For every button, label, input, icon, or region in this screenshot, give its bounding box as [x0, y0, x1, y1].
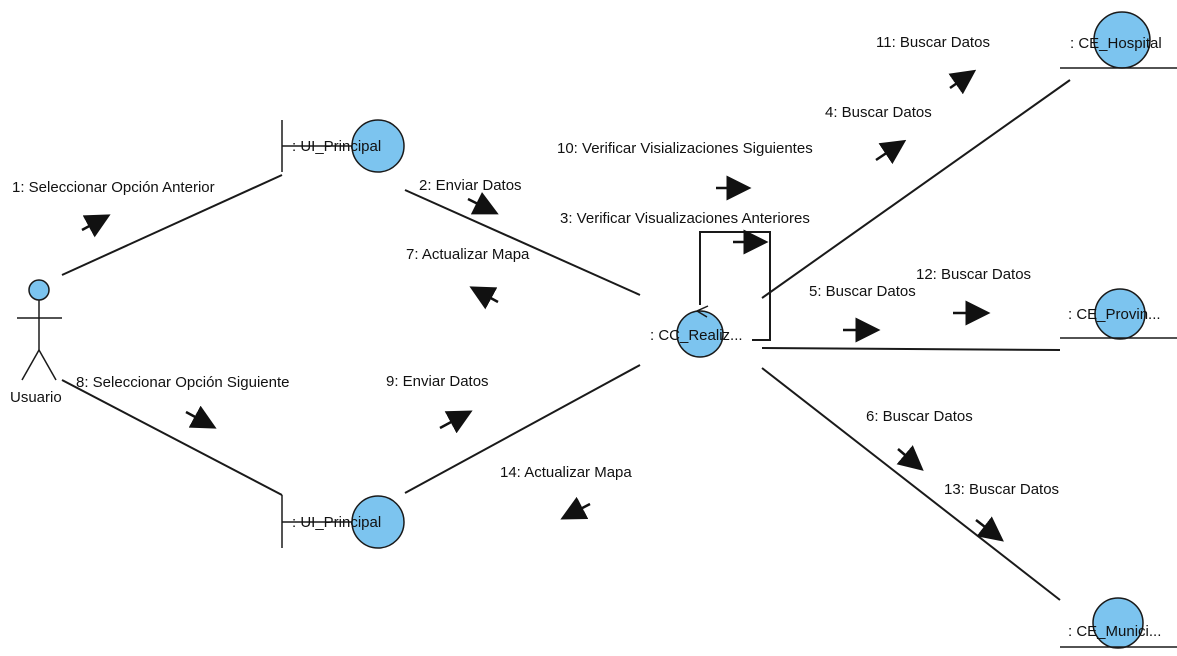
message-label-m7: 7: Actualizar Mapa [406, 246, 530, 263]
message-label-m10: 10: Verificar Visializaciones Siguientes [557, 140, 813, 157]
message-label-m8: 8: Seleccionar Opción Siguiente [76, 374, 289, 391]
link-ui-top-cc [404, 189, 641, 296]
link-cc-provincia [761, 347, 1061, 351]
actor-label: Usuario [10, 389, 62, 406]
message-label-m6: 6: Buscar Datos [866, 408, 973, 425]
arrow-m11 [948, 69, 977, 95]
entity-circle [1092, 597, 1144, 649]
arrow-m7 [469, 286, 499, 310]
object-label: : CC_Realiz... [650, 327, 743, 344]
object-label: : CE_Provin... [1068, 306, 1161, 323]
message-label-m5: 5: Buscar Datos [809, 283, 916, 300]
arrow-m1 [81, 214, 111, 238]
link-cc-hospital [761, 79, 1071, 299]
boundary-ui-principal-bottom[interactable]: : UI_Principal [281, 495, 405, 549]
arrow-m4 [875, 139, 907, 165]
actor-leg-left [21, 349, 40, 381]
message-label-m12: 12: Buscar Datos [916, 266, 1031, 283]
message-label-m9: 9: Enviar Datos [386, 373, 489, 390]
arrow-m2 [467, 191, 499, 215]
boundary-circle [351, 495, 405, 549]
entity-ce-municipio[interactable]: : CE_Munici... [1060, 597, 1177, 649]
link-cc-municipio [761, 367, 1061, 601]
control-cc-realizar[interactable]: : CC_Realiz... [650, 305, 743, 358]
entity-circle [1094, 288, 1146, 340]
arrow-m6 [896, 445, 924, 471]
object-label: : CE_Hospital [1070, 35, 1162, 52]
entity-ce-hospital[interactable]: : CE_Hospital [1060, 11, 1177, 69]
actor-usuario[interactable]: Usuario [10, 279, 62, 406]
message-label-m4: 4: Buscar Datos [825, 104, 932, 121]
message-label-m2: 2: Enviar Datos [419, 177, 522, 194]
message-arrows [81, 69, 1004, 542]
object-label: : UI_Principal [292, 514, 381, 531]
message-label-m1: 1: Seleccionar Opción Anterior [12, 179, 215, 196]
message-label-m11: 11: Buscar Datos [876, 34, 990, 51]
object-label: : UI_Principal [292, 138, 381, 155]
object-label: : CE_Munici... [1068, 623, 1161, 640]
arrow-m9 [439, 410, 473, 434]
message-label-m3: 3: Verificar Visualizaciones Anteriores [560, 210, 810, 227]
boundary-ui-principal-top[interactable]: : UI_Principal [281, 119, 405, 173]
link-ui-bottom-cc [404, 364, 641, 494]
boundary-circle [351, 119, 405, 173]
actor-head [28, 279, 50, 301]
link-usuario-ui-bottom [61, 379, 283, 496]
message-label-m14: 14: Actualizar Mapa [500, 464, 632, 481]
arrow-m14 [560, 496, 591, 520]
message-label-m13: 13: Buscar Datos [944, 481, 1059, 498]
entity-ce-provincia[interactable]: : CE_Provin... [1060, 288, 1177, 340]
message-labels: 1: Seleccionar Opción Anterior 2: Enviar… [12, 34, 1059, 498]
links [61, 79, 1071, 601]
control-arrow-icon [695, 305, 709, 318]
control-circle [676, 310, 724, 358]
self-link-cc [699, 231, 771, 341]
actor-leg-right [38, 349, 57, 381]
arrow-m13 [975, 516, 1004, 542]
link-usuario-ui-top [61, 174, 283, 276]
arrow-m8 [185, 405, 217, 429]
